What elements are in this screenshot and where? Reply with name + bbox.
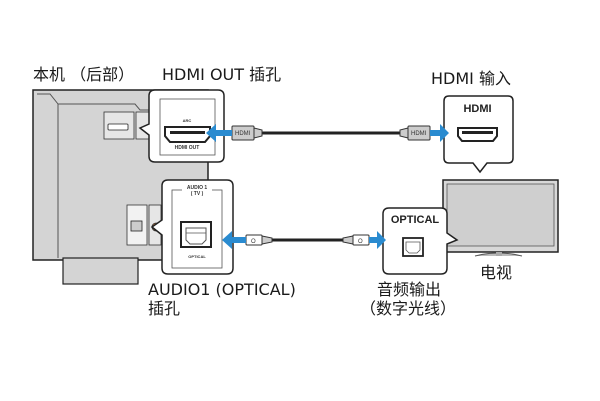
audio1-optical-callout	[150, 179, 234, 275]
hdmi-out-arc-label: ARC	[182, 118, 192, 123]
optical-arrow-right-icon	[369, 231, 386, 249]
tv-label: 电视	[480, 263, 513, 282]
digital-optical-label: （数字光线）	[360, 299, 457, 318]
hdmi-cable: HDMI HDMI	[231, 125, 431, 141]
svg-text:HDMI: HDMI	[235, 131, 251, 137]
svg-text:HDMI: HDMI	[411, 131, 427, 137]
optical-arrow-left-icon	[222, 231, 246, 249]
optical-cable: O O	[245, 234, 370, 246]
tv-hdmi-port-label: HDMI	[463, 103, 492, 115]
svg-text:O: O	[251, 239, 256, 245]
audio1-jack-label: 插孔	[148, 299, 181, 318]
audio1-tv-label: ( TV )	[190, 191, 204, 197]
unit-rear-label: 本机 （后部）	[33, 65, 135, 84]
tv-hdmi-callout	[443, 95, 514, 174]
tv-optical-port-label: OPTICAL	[390, 214, 440, 226]
hdmi-out-jack-label: HDMI OUT 插孔	[162, 65, 282, 84]
hdmi-out-callout	[138, 89, 225, 163]
svg-text:O: O	[358, 239, 363, 245]
hdmi-arrow-right-icon	[430, 124, 449, 142]
optical-port-small-label: OPTICAL	[188, 254, 206, 259]
audio-output-label: 音频输出	[377, 280, 442, 299]
hdmi-out-port-label: HDMI OUT	[174, 145, 200, 151]
audio1-optical-label: AUDIO1 (OPTICAL)	[148, 280, 296, 299]
tv-optical-callout	[382, 207, 459, 275]
hdmi-input-label: HDMI 输入	[431, 69, 511, 88]
tv	[442, 179, 559, 257]
audio1-title-label: AUDIO 1	[182, 186, 212, 191]
hdmi-arrow-left-icon	[206, 124, 232, 142]
